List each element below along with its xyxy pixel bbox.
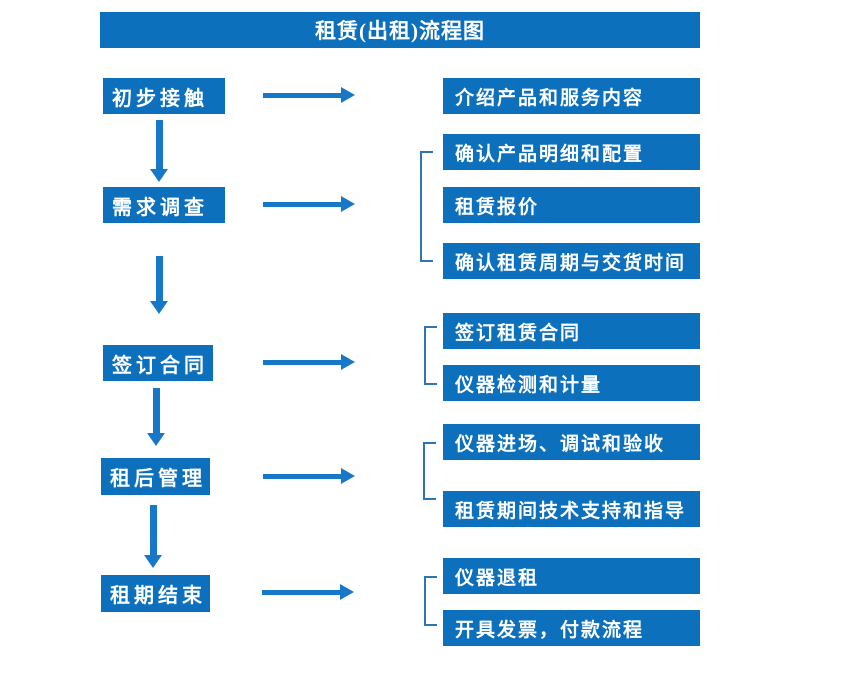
down-arrow-head — [150, 169, 168, 182]
right-arrow-head — [341, 354, 355, 370]
down-arrow-head — [150, 301, 168, 314]
right-arrow-2 — [263, 196, 355, 213]
detail-box-sign-rental-contract: 签订租赁合同 — [443, 313, 700, 349]
right-arrow-stem — [263, 93, 342, 98]
detail-box-technical-support: 租赁期间技术支持和指导 — [443, 491, 700, 527]
right-arrow-head — [341, 468, 355, 484]
right-arrow-stem — [263, 474, 342, 479]
detail-box-rental-quotation: 租赁报价 — [443, 187, 700, 223]
right-arrow-stem — [262, 590, 341, 595]
bracket-group-sign-contract — [424, 326, 437, 385]
flowchart-title: 租赁(出租)流程图 — [100, 12, 700, 48]
down-arrow-stem — [150, 505, 157, 555]
right-arrow-4 — [263, 468, 355, 485]
right-arrow-head — [341, 87, 355, 103]
down-arrow-3 — [147, 388, 166, 446]
detail-box-introduce-products: 介绍产品和服务内容 — [443, 78, 700, 114]
detail-box-instrument-return: 仪器退租 — [443, 558, 700, 594]
down-arrow-stem — [156, 120, 163, 169]
right-arrow-head — [340, 584, 354, 600]
down-arrow-1 — [150, 120, 169, 182]
right-arrow-5 — [262, 584, 354, 601]
stage-box-post-rental-management: 租后管理 — [101, 458, 210, 495]
down-arrow-stem — [153, 388, 160, 433]
right-arrow-stem — [263, 360, 342, 365]
bracket-group-post-rental — [423, 442, 436, 500]
right-arrow-head — [341, 196, 355, 212]
bracket-group-demand-survey — [420, 151, 433, 262]
stage-box-sign-contract: 签订合同 — [103, 345, 213, 381]
bracket-group-rental-end — [424, 576, 437, 626]
down-arrow-head — [144, 555, 162, 568]
detail-box-instrument-testing: 仪器检测和计量 — [443, 365, 700, 401]
detail-box-confirm-product-config: 确认产品明细和配置 — [443, 134, 700, 170]
right-arrow-stem — [263, 202, 342, 207]
down-arrow-head — [147, 433, 165, 446]
detail-box-invoice-payment: 开具发票，付款流程 — [443, 610, 700, 646]
stage-box-rental-end: 租期结束 — [101, 575, 210, 612]
down-arrow-stem — [156, 256, 163, 301]
right-arrow-3 — [263, 354, 355, 371]
stage-box-initial-contact: 初步接触 — [103, 78, 225, 114]
detail-box-instrument-setup-acceptance: 仪器进场、调试和验收 — [443, 424, 700, 460]
stage-box-demand-survey: 需求调查 — [103, 187, 225, 223]
right-arrow-1 — [263, 87, 355, 104]
down-arrow-4 — [144, 505, 163, 568]
detail-box-confirm-period-delivery: 确认租赁周期与交货时间 — [443, 243, 700, 279]
down-arrow-2 — [150, 256, 169, 314]
